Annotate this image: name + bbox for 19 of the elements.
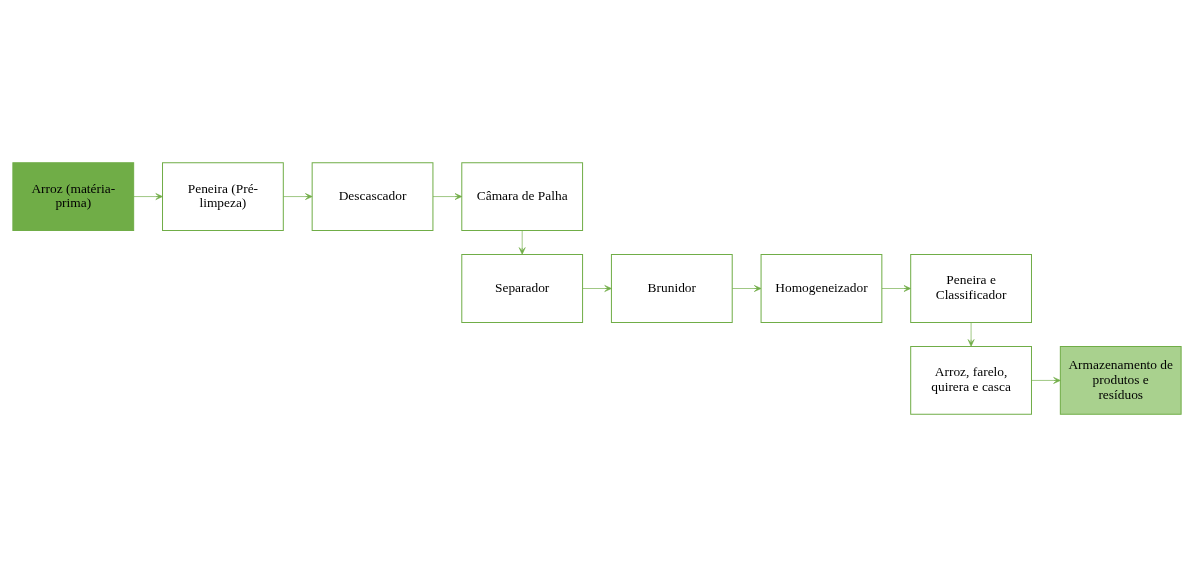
- node-box: Brunidor: [610, 254, 733, 323]
- arrow: [582, 285, 612, 292]
- arrow: [432, 193, 463, 200]
- node-box: Descascador: [311, 162, 434, 231]
- node-box: Arroz (matéria-prima): [12, 162, 135, 231]
- node-box: Peneira (Pré-limpeza): [162, 162, 284, 231]
- arrow: [518, 230, 526, 255]
- node-box: Separador: [461, 254, 584, 323]
- arrow: [283, 193, 313, 200]
- arrow: [732, 285, 762, 292]
- arrow: [1031, 377, 1061, 384]
- node-box: Peneira e Classificador: [910, 254, 1032, 323]
- arrow: [133, 193, 163, 200]
- node-box: Armazenamento de produtos e resíduos: [1059, 346, 1182, 415]
- node-box: Homogeneizador: [760, 254, 883, 323]
- arrow: [967, 322, 975, 347]
- arrow: [881, 285, 911, 292]
- node-box: Câmara de Palha: [461, 162, 584, 231]
- node-box: Arroz, farelo, quirera e casca: [910, 346, 1032, 415]
